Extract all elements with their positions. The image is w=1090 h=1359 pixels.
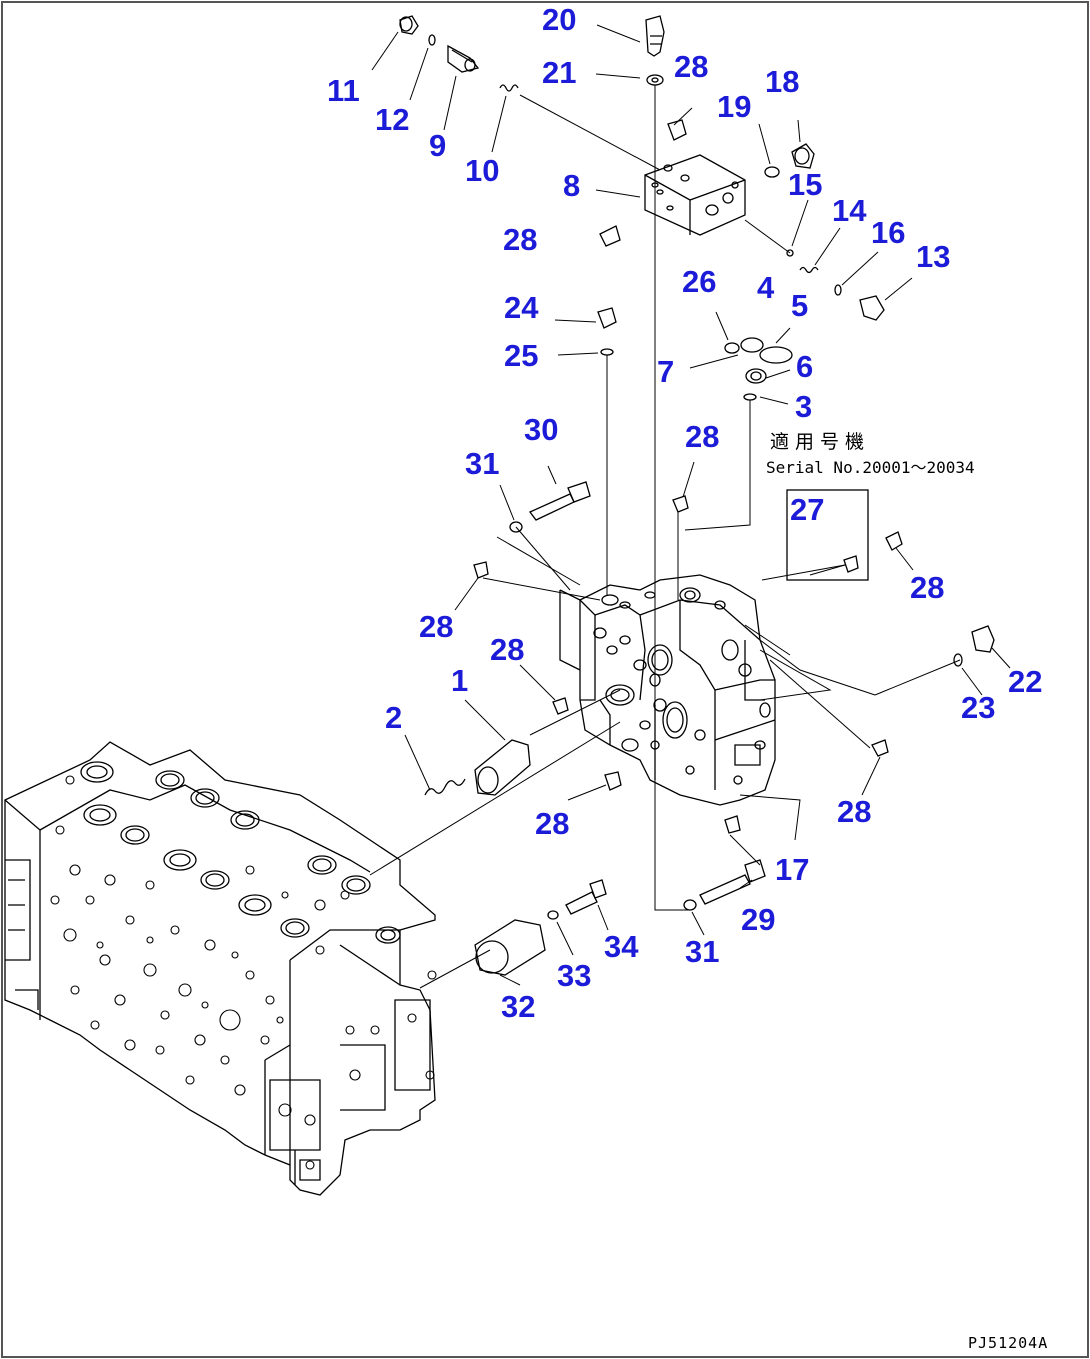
small-parts — [399, 15, 995, 976]
callout-15: 15 — [788, 167, 823, 202]
callout-20: 20 — [542, 2, 577, 37]
callout-28: 28 — [837, 794, 872, 829]
callout-12: 12 — [375, 102, 410, 137]
callout-33: 33 — [557, 958, 592, 993]
callout-8: 8 — [563, 168, 581, 203]
callout-19: 19 — [717, 89, 752, 124]
applicability-label: 適用号機 — [770, 431, 871, 453]
callout-4: 4 — [757, 270, 775, 305]
callout-10: 10 — [465, 153, 500, 188]
callout-leaders — [371, 24, 1011, 986]
callout-1: 1 — [451, 663, 469, 698]
applicability-box — [786, 489, 869, 581]
callout-31: 31 — [465, 446, 500, 481]
section-valve-block — [559, 574, 776, 806]
callout-32: 32 — [501, 989, 536, 1024]
callout-34: 34 — [604, 929, 639, 964]
callout-27: 27 — [790, 492, 825, 527]
callout-17: 17 — [775, 852, 810, 887]
callout-28: 28 — [419, 609, 454, 644]
callout-28: 28 — [910, 570, 945, 605]
callout-28: 28 — [503, 222, 538, 257]
callout-6: 6 — [796, 349, 814, 384]
main-valve-body — [4, 741, 437, 1196]
callout-16: 16 — [871, 215, 906, 250]
callout-30: 30 — [524, 412, 559, 447]
callout-25: 25 — [504, 338, 539, 373]
callout-21: 21 — [542, 55, 577, 90]
callout-3: 3 — [795, 389, 813, 424]
callout-14: 14 — [832, 193, 867, 228]
drawing-code: PJ51204A — [968, 1334, 1049, 1352]
callout-22: 22 — [1008, 664, 1043, 699]
callout-18: 18 — [765, 64, 800, 99]
callout-29: 29 — [741, 902, 776, 937]
callout-23: 23 — [961, 690, 996, 725]
pilot-block-8 — [644, 154, 746, 236]
callout-28: 28 — [535, 806, 570, 841]
callout-11: 11 — [327, 73, 360, 108]
callout-7: 7 — [657, 354, 675, 389]
callout-28: 28 — [674, 49, 709, 84]
callout-5: 5 — [791, 288, 809, 323]
callout-13: 13 — [916, 239, 951, 274]
callout-28: 28 — [490, 632, 525, 667]
callout-31: 31 — [685, 934, 720, 969]
callout-26: 26 — [682, 264, 717, 299]
callout-2: 2 — [385, 700, 403, 735]
serial-range: Serial No.20001～20034 — [766, 458, 975, 477]
callout-9: 9 — [429, 128, 447, 163]
callout-28: 28 — [685, 419, 720, 454]
callout-24: 24 — [504, 290, 539, 325]
assembly-lines — [369, 85, 961, 989]
